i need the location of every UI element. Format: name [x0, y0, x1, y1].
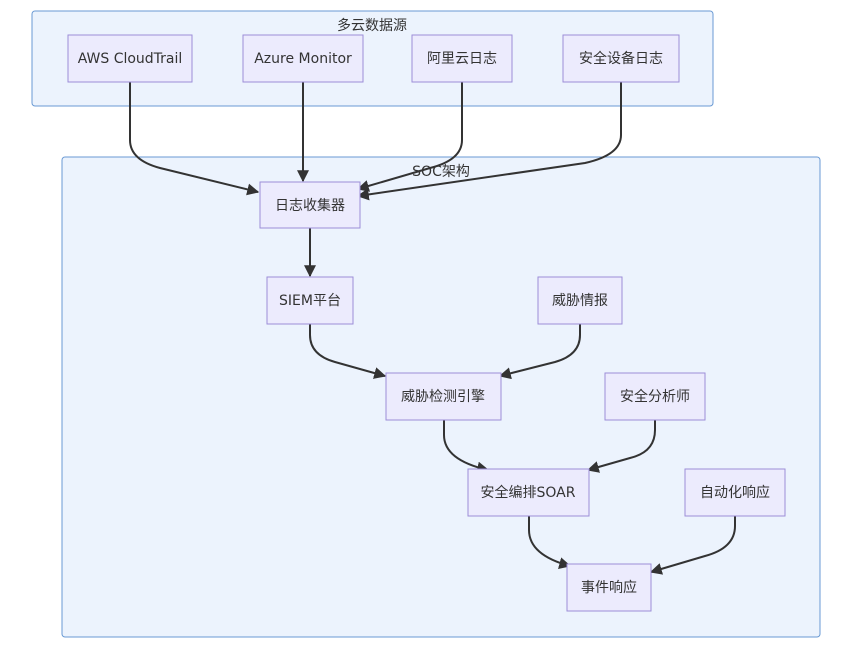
node-incident-response[interactable]: 事件响应 [566, 563, 652, 612]
node-security-device-log[interactable]: 安全设备日志 [562, 34, 680, 83]
node-threat-detection-engine-box[interactable] [385, 372, 502, 421]
node-azure-monitor-label: Azure Monitor [254, 51, 352, 67]
cluster-soc-label: SOC架构 [412, 164, 470, 180]
node-aliyun-log[interactable]: 阿里云日志 [411, 34, 513, 83]
edge-secdev-to-collector [356, 82, 622, 201]
node-automated-response[interactable]: 自动化响应 [684, 468, 786, 517]
node-aws-cloudtrail-box[interactable] [67, 34, 193, 83]
node-security-orchestration-soar-label: 安全编排SOAR [481, 484, 576, 501]
node-security-device-log-box[interactable] [562, 34, 680, 83]
node-siem-platform[interactable]: SIEM平台 [266, 276, 354, 325]
node-azure-monitor[interactable]: Azure Monitor [242, 34, 364, 83]
node-log-collector-label: 日志收集器 [275, 197, 345, 214]
cluster-multicloud-box [31, 10, 714, 107]
cluster-multicloud: 多云数据源 [31, 10, 714, 107]
edge-siem-to-detection [309, 324, 387, 379]
node-threat-detection-engine-label: 威胁检测引擎 [401, 389, 485, 405]
edge-aws-to-collector [129, 82, 260, 196]
node-threat-intel-label: 威胁情报 [552, 293, 608, 309]
node-automated-response-box[interactable] [684, 468, 786, 517]
node-aliyun-log-label: 阿里云日志 [427, 51, 497, 67]
node-security-device-log-label: 安全设备日志 [579, 50, 663, 67]
node-incident-response-label: 事件响应 [581, 579, 637, 596]
node-aws-cloudtrail-label: AWS CloudTrail [78, 51, 183, 67]
edge-threatintel-to-detection [498, 324, 581, 380]
node-automated-response-label: 自动化响应 [700, 484, 770, 501]
node-siem-platform-box[interactable] [266, 276, 354, 325]
node-aws-cloudtrail[interactable]: AWS CloudTrail [67, 34, 193, 83]
node-log-collector-box[interactable] [259, 181, 361, 229]
node-aliyun-log-box[interactable] [411, 34, 513, 83]
node-siem-platform-label: SIEM平台 [279, 293, 341, 309]
edge-aliyun-to-collector [356, 82, 463, 192]
edge-detection-to-soar [443, 420, 490, 474]
node-threat-intel-box[interactable] [537, 276, 623, 325]
node-security-analyst[interactable]: 安全分析师 [604, 372, 706, 421]
node-threat-intel[interactable]: 威胁情报 [537, 276, 623, 325]
node-threat-detection-engine[interactable]: 威胁检测引擎 [385, 372, 502, 421]
edges [129, 82, 736, 575]
node-azure-monitor-box[interactable] [242, 34, 364, 83]
node-incident-response-box[interactable] [566, 563, 652, 612]
node-log-collector[interactable]: 日志收集器 [259, 181, 361, 229]
node-security-orchestration-soar-box[interactable] [467, 468, 590, 517]
node-security-orchestration-soar[interactable]: 安全编排SOAR [467, 468, 590, 517]
cluster-multicloud-label: 多云数据源 [337, 17, 407, 34]
edge-analyst-to-soar [586, 420, 656, 473]
edge-soar-to-incident [528, 516, 572, 569]
node-security-analyst-box[interactable] [604, 372, 706, 421]
node-security-analyst-label: 安全分析师 [620, 388, 690, 405]
edge-autoresp-to-incident [649, 516, 736, 575]
